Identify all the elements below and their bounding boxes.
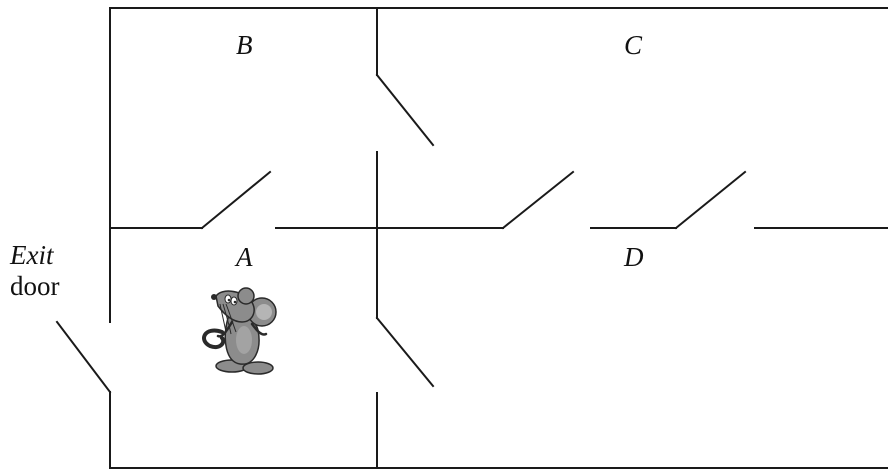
exit-word: Exit	[10, 240, 54, 270]
door-a-d-leaf	[375, 316, 435, 388]
room-label-a: A	[236, 242, 253, 272]
cartoon-mouse-icon	[202, 287, 277, 375]
door-word: door	[10, 271, 60, 302]
door-c-d-right-leaf	[674, 170, 747, 230]
door-b-c-leaf	[375, 73, 435, 147]
door-c-d-left-leaf	[501, 170, 575, 230]
room-label-c: C	[624, 30, 643, 60]
exit-door-leaf	[55, 320, 112, 394]
exit-door-label: Exit door	[10, 240, 60, 302]
room-label-b: B	[236, 30, 253, 60]
room-label-d: D	[624, 242, 644, 272]
door-a-b-leaf	[200, 170, 272, 230]
